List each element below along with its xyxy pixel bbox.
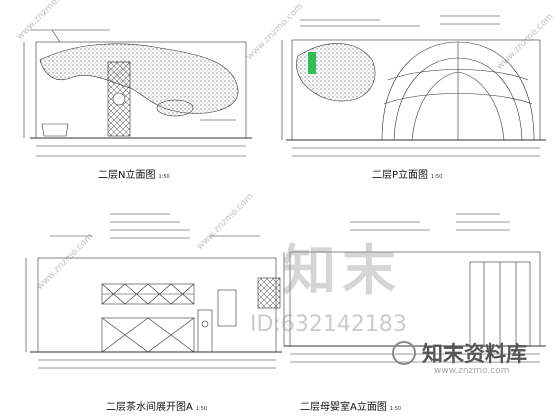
watermark-logo: 知末资料库: [392, 338, 527, 368]
elevation-n: [23, 29, 252, 157]
drawing-title-text: 二层N立面图: [98, 170, 156, 181]
watermark-id: ID:632142183: [250, 312, 407, 337]
watermark-url: www.znzmo.com: [434, 366, 510, 376]
brand-logo-icon: [392, 341, 416, 365]
organic-panel: [39, 43, 239, 114]
drawing-scale: 1:50: [158, 174, 170, 180]
lower-cabinet: [101, 317, 195, 353]
organic-panel: [296, 43, 376, 102]
wm-url-diag-4: www.znzmo.com: [35, 232, 95, 292]
drawing-title-text: 二层P立面图: [372, 170, 429, 181]
wm-url-diag-3: www.znzmo.com: [495, 12, 555, 72]
drawing-scale: 1:50: [431, 174, 443, 180]
elevation-tea-room: [25, 213, 282, 369]
wm-url-diag-1: www.znzmo.com: [15, 0, 75, 42]
watermark-brand: 知末资料库: [422, 342, 527, 366]
wall-panel: [217, 289, 237, 327]
green-plant: [308, 52, 316, 74]
drawing-scale: 1:50: [389, 406, 402, 412]
elevation-baby-room: [257, 213, 546, 363]
watermark-big-text: 知末: [282, 239, 402, 302]
wm-url-diag-5: www.znzmo.com: [195, 192, 255, 252]
drawing-title-text: 二层茶水间展开图A: [106, 402, 193, 413]
lattice-panel: [257, 277, 281, 309]
drawing-title-text: 二层母婴室A立面图: [300, 402, 387, 413]
wm-url-diag-2: www.znzmo.com: [245, 2, 305, 62]
water-dispenser: [197, 309, 213, 353]
drawing-scale: 1:50: [195, 406, 208, 412]
elevation-p: [281, 15, 546, 157]
